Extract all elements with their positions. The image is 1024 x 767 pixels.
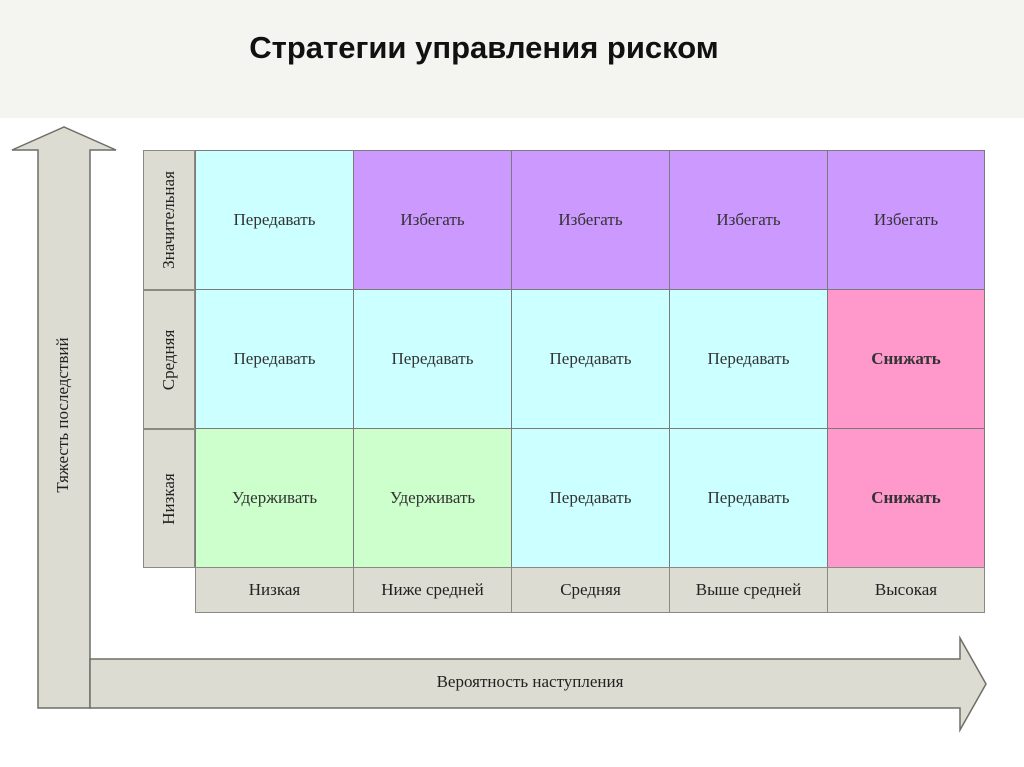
x-axis-arrow: [89, 635, 987, 733]
row-label-text: Средняя: [159, 329, 178, 390]
col-label-below-medium: Ниже средней: [353, 567, 512, 613]
matrix-cell: Избегать: [353, 150, 512, 290]
matrix-cell: Передавать: [195, 150, 354, 290]
matrix-cell: Избегать: [827, 150, 985, 290]
col-label-low: Низкая: [195, 567, 354, 613]
col-label-high: Высокая: [827, 567, 985, 613]
matrix-cell: Избегать: [669, 150, 828, 290]
col-label-medium: Средняя: [511, 567, 670, 613]
matrix-cell: Передавать: [669, 428, 828, 568]
x-axis-label: Вероятность наступления: [436, 672, 624, 691]
col-label-above-medium: Выше средней: [669, 567, 828, 613]
y-axis-arrow: [11, 126, 117, 709]
row-label-text: Значительная: [159, 171, 178, 269]
matrix-cell: Передавать: [511, 428, 670, 568]
matrix-cell: Снижать: [827, 289, 985, 429]
matrix-cell: Снижать: [827, 428, 985, 568]
matrix-cell: Удерживать: [353, 428, 512, 568]
matrix-cell: Передавать: [353, 289, 512, 429]
row-label-medium: Средняя: [143, 290, 195, 429]
matrix-cell: Удерживать: [195, 428, 354, 568]
y-axis-label: Тяжесть последствий: [53, 337, 72, 493]
matrix-cell: Передавать: [195, 289, 354, 429]
page-title: Стратегии управления риском: [249, 30, 719, 65]
axes-arrows: [11, 126, 987, 733]
title-band: [0, 0, 1024, 118]
row-label-low: Низкая: [143, 429, 195, 568]
risk-matrix-diagram: Тяжесть последствий Вероятность наступле…: [0, 118, 1024, 767]
row-label-significant: Значительная: [143, 150, 195, 290]
matrix-cell: Передавать: [511, 289, 670, 429]
row-label-text: Низкая: [159, 472, 178, 525]
matrix-cell: Передавать: [669, 289, 828, 429]
matrix-cell: Избегать: [511, 150, 670, 290]
